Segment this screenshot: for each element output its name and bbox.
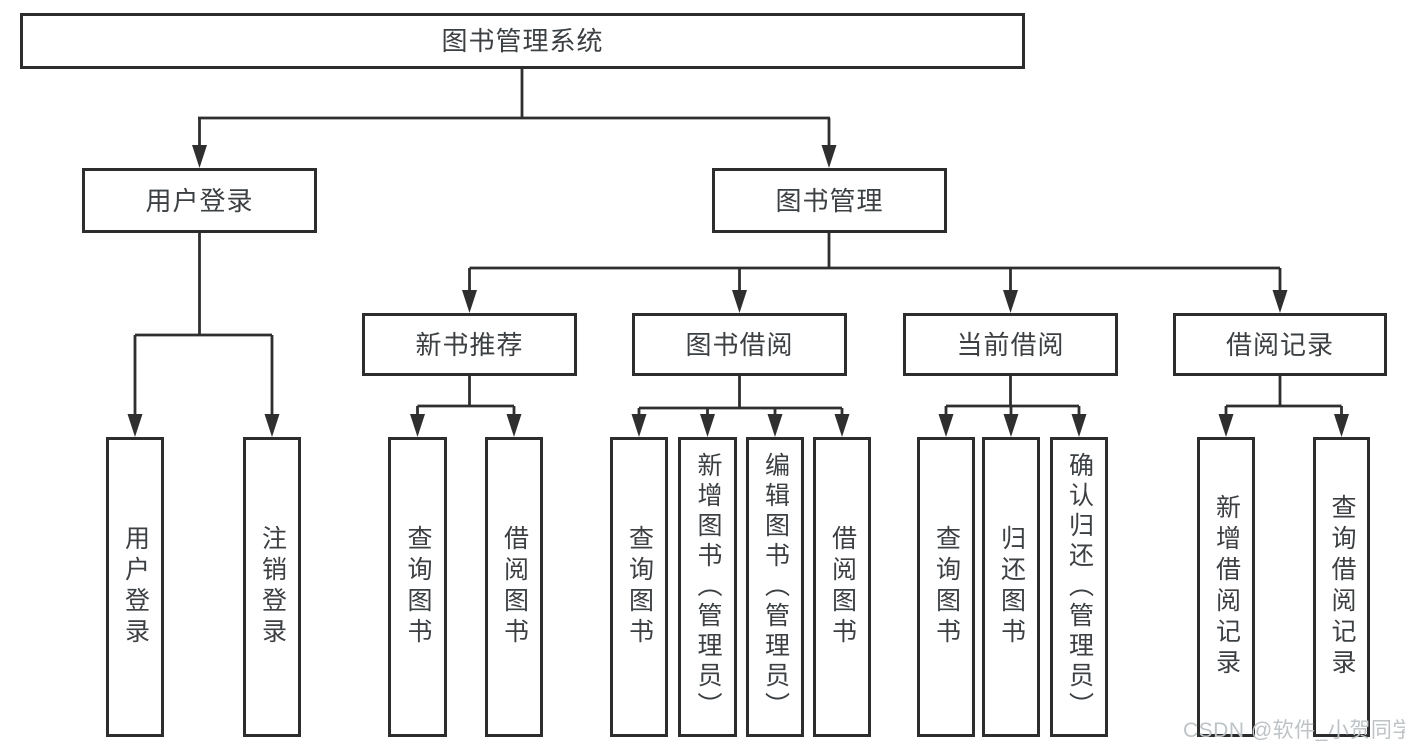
node-label: 当前借阅 [956, 329, 1065, 360]
node-label: 用户登录 [121, 525, 150, 649]
node-label: 新增图书（管理员） [694, 452, 722, 722]
connector-book-management-split [468, 233, 1282, 295]
node-user-login: 用户登录 [82, 168, 317, 233]
node-label: 用户登录 [145, 185, 254, 216]
node-add-book-admin: 新增图书（管理员） [678, 437, 737, 737]
arrow-icon [127, 414, 143, 437]
arrow-icon [834, 414, 850, 437]
node-label: 查询图书 [404, 525, 432, 649]
node-query-books-recommend: 查询图书 [388, 437, 447, 737]
node-label: 查询借阅记录 [1328, 494, 1356, 680]
node-label: 编辑图书（管理员） [761, 452, 790, 722]
node-borrow-books-leaf: 借阅图书 [813, 437, 871, 737]
arrowheads [127, 145, 1349, 437]
arrow-icon [462, 290, 477, 313]
arrow-icon [767, 414, 783, 437]
arrow-icon [1334, 414, 1349, 437]
node-label: 查询图书 [625, 525, 654, 649]
arrow-icon [1003, 414, 1019, 437]
node-return-books: 归还图书 [982, 437, 1040, 737]
node-user-login-leaf: 用户登录 [106, 437, 164, 737]
node-edit-book-admin: 编辑图书（管理员） [746, 437, 804, 737]
node-label: 新增借阅记录 [1212, 494, 1241, 680]
connector-root-split [198, 69, 831, 150]
node-label: 借阅图书 [500, 525, 529, 649]
connector-user-login-split [133, 233, 274, 419]
node-confirm-return-admin: 确认归还（管理员） [1050, 437, 1108, 737]
node-label: 借阅图书 [828, 525, 857, 649]
node-label: 确认归还（管理员） [1065, 452, 1094, 722]
connector-book-borrowing-split [637, 376, 844, 419]
node-current-borrowing: 当前借阅 [903, 313, 1118, 376]
arrow-icon [1272, 290, 1288, 313]
arrow-icon [506, 414, 522, 437]
connector-borrow-records-split [1224, 376, 1343, 419]
node-label: 注销登录 [258, 525, 287, 649]
arrow-icon [1218, 414, 1234, 437]
arrow-icon [192, 145, 207, 168]
arrow-icon [938, 414, 954, 437]
node-add-borrow-record: 新增借阅记录 [1197, 437, 1255, 737]
node-label: 新书推荐 [415, 329, 524, 360]
csdn-watermark: CSDN @软件_小贺同学 [1183, 719, 1405, 742]
node-query-borrow-record: 查询借阅记录 [1313, 437, 1370, 737]
node-borrow-books-recommend: 借阅图书 [485, 437, 543, 737]
arrow-icon [732, 290, 747, 313]
arrow-icon [821, 145, 837, 168]
arrow-icon [264, 414, 280, 437]
node-label: 查询图书 [932, 525, 961, 649]
arrow-icon [700, 414, 715, 437]
node-book-management-system: 图书管理系统 [20, 13, 1025, 69]
node-borrowing-records: 借阅记录 [1173, 313, 1387, 376]
arrow-icon [1003, 290, 1018, 313]
node-book-borrowing: 图书借阅 [632, 313, 847, 376]
arrow-icon [410, 414, 425, 437]
node-label: 借阅记录 [1225, 329, 1334, 360]
connector-new-book-split [416, 376, 516, 419]
node-query-books-current: 查询图书 [917, 437, 975, 737]
node-book-management: 图书管理 [712, 168, 947, 233]
node-logout: 注销登录 [243, 437, 301, 737]
node-label: 图书借阅 [685, 329, 794, 360]
node-label: 归还图书 [997, 525, 1026, 649]
connector-current-borrowing-split [944, 376, 1081, 419]
node-new-book-recommendation: 新书推荐 [362, 313, 577, 376]
node-label: 图书管理 [775, 185, 884, 216]
node-label: 图书管理系统 [441, 26, 604, 56]
arrow-icon [1071, 414, 1087, 437]
arrow-icon [631, 414, 647, 437]
node-query-books-borrowing: 查询图书 [610, 437, 668, 737]
